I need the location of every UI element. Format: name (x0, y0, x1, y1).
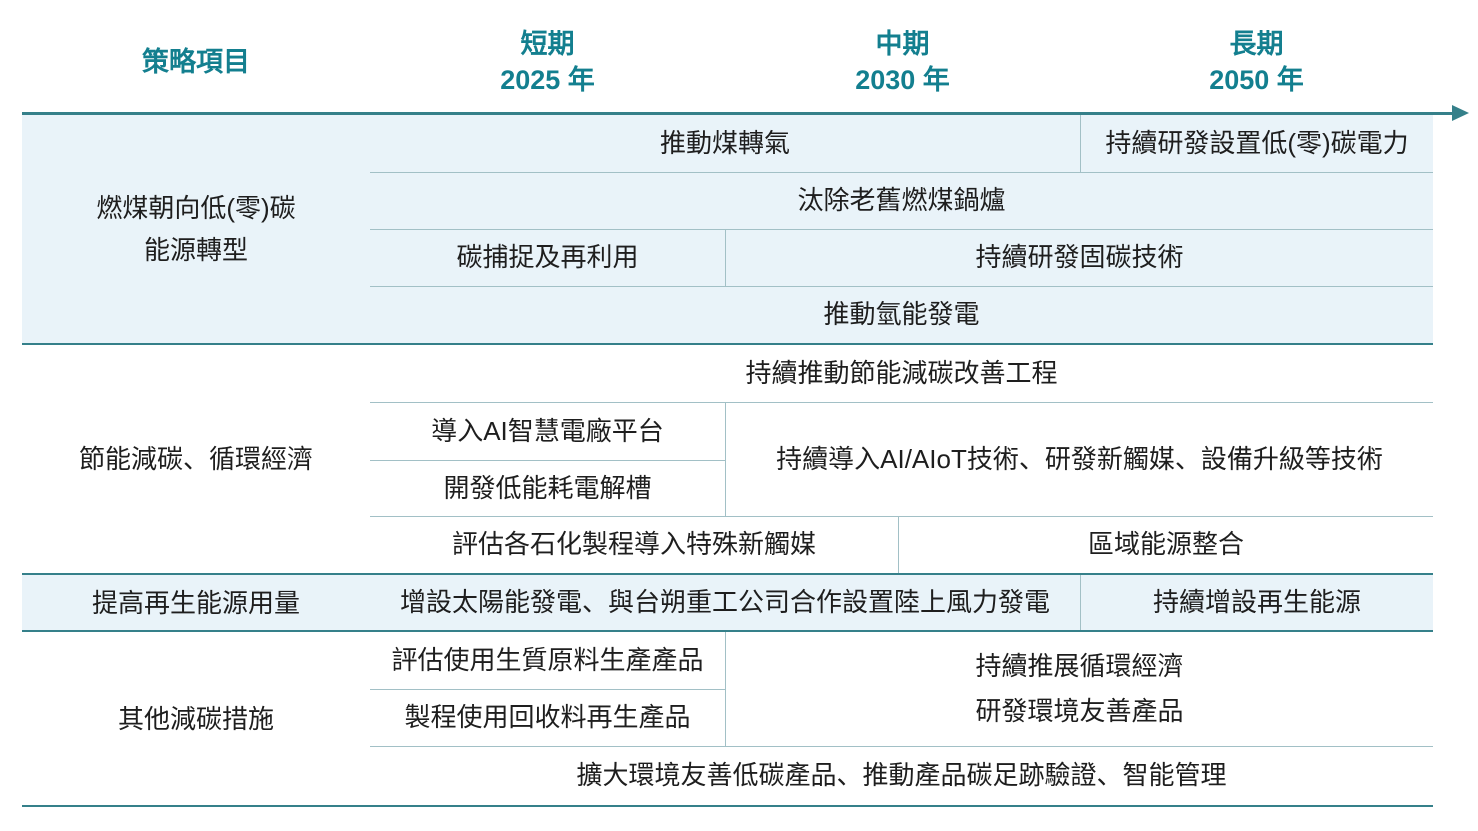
group-label-line: 燃煤朝向低(零)碳 (96, 193, 296, 223)
table-row: 評估使用生質原料生產產品 製程使用回收料再生產品 持續推展循環經濟 研發環境友善… (370, 632, 1433, 746)
cell-carbon-fixation-tech: 持續研發固碳技術 (725, 230, 1433, 286)
timeline-axis-line (22, 112, 1456, 115)
group-label-other-measures: 其他減碳措施 (22, 632, 370, 805)
group-content: 持續推動節能減碳改善工程 導入AI智慧電廠平台 開發低能耗電解槽 持續導入AI/… (370, 345, 1433, 573)
arrow-right-icon (1452, 105, 1469, 121)
cell-hydrogen-power: 推動氫能發電 (823, 299, 980, 330)
table-row: 碳捕捉及再利用 持續研發固碳技術 (370, 229, 1433, 286)
group-label-line: 能源轉型 (143, 235, 248, 265)
strategy-column-header: 策略項目 (22, 14, 370, 110)
group-label-line: 節能減碳、循環經濟 (78, 444, 313, 474)
strategy-column-title: 策略項目 (142, 46, 250, 77)
table-row: 汰除老舊燃煤鍋爐 (370, 172, 1433, 229)
cell-ai-smart-plant: 導入AI智慧電廠平台 (431, 415, 664, 446)
group-content: 推動煤轉氣 持續研發設置低(零)碳電力 汰除老舊燃煤鍋爐 碳捕捉及再利用 持續研… (370, 115, 1433, 343)
cell-renewable-expansion-continued: 持續增設再生能源 (1080, 575, 1433, 630)
stacked-cells: 評估使用生質原料生產產品 製程使用回收料再生產品 (370, 632, 725, 746)
cell-phase-out-old-coal-boilers: 汰除老舊燃煤鍋爐 (797, 185, 1006, 216)
cell-coal-to-gas: 推動煤轉氣 (659, 127, 790, 158)
cell-biomass-products: 評估使用生質原料生產產品 (391, 644, 704, 675)
period-year: 2025 年 (500, 64, 595, 95)
group-energy-saving-circular-economy: 節能減碳、循環經濟 持續推動節能減碳改善工程 導入AI智慧電廠平台 開發低能耗電… (22, 345, 1433, 575)
cell-develop-low-zero-carbon-power: 持續研發設置低(零)碳電力 (1080, 115, 1433, 172)
group-label-renewable: 提高再生能源用量 (22, 575, 370, 630)
cell-recycled-materials: 製程使用回收料再生產品 (370, 689, 725, 746)
table-row: 評估各石化製程導入特殊新觸媒 區域能源整合 (370, 516, 1433, 573)
table-row: 推動煤轉氣 持續研發設置低(零)碳電力 (370, 115, 1433, 172)
period-header-short: 短期 2025 年 (370, 14, 725, 110)
cell-eco-friendly-low-carbon-products: 擴大環境友善低碳產品、推動產品碳足跡驗證、智能管理 (576, 760, 1227, 791)
group-renewable-energy: 提高再生能源用量 增設太陽能發電、與台朔重工公司合作設置陸上風力發電 持續增設再… (22, 575, 1433, 632)
stacked-cells: 導入AI智慧電廠平台 開發低能耗電解槽 (370, 403, 725, 516)
cell-energy-saving-projects: 持續推動節能減碳改善工程 (745, 357, 1058, 388)
period-year: 2030 年 (855, 64, 950, 95)
group-content: 評估使用生質原料生產產品 製程使用回收料再生產品 持續推展循環經濟 研發環境友善… (370, 632, 1433, 805)
cell-circular-economy-products: 持續推展循環經濟 研發環境友善產品 (725, 632, 1433, 746)
table-row: 導入AI智慧電廠平台 開發低能耗電解槽 持續導入AI/AIoT技術、研發新觸媒、… (370, 402, 1433, 516)
period-header-long: 長期 2050 年 (1080, 14, 1433, 110)
period-header-mid: 中期 2030 年 (725, 14, 1080, 110)
table-row: 增設太陽能發電、與台朔重工公司合作設置陸上風力發電 持續增設再生能源 (370, 575, 1433, 630)
group-label-energy-saving: 節能減碳、循環經濟 (22, 345, 370, 573)
cell-carbon-capture-reuse: 碳捕捉及再利用 (456, 242, 639, 273)
group-label-line: 提高再生能源用量 (91, 587, 300, 618)
cell-regional-energy-integration: 區域能源整合 (898, 517, 1433, 573)
table-row: 持續推動節能減碳改善工程 (370, 345, 1433, 402)
timeline-header: 策略項目 短期 2025 年 中期 2030 年 長期 2050 年 (22, 14, 1433, 110)
table-row: 推動氫能發電 (370, 286, 1433, 343)
period-term: 中期 (875, 28, 930, 59)
group-label-line: 其他減碳措施 (117, 703, 274, 734)
period-term: 長期 (1229, 28, 1284, 59)
cell-petrochemical-catalyst: 評估各石化製程導入特殊新觸媒 (451, 529, 816, 560)
period-year: 2050 年 (1209, 64, 1304, 95)
period-term: 短期 (520, 28, 575, 59)
cell-line: 研發環境友善產品 (975, 695, 1184, 726)
cell-line: 持續推展循環經濟 (975, 651, 1184, 682)
cell-ai-aiot-tech: 持續導入AI/AIoT技術、研發新觸媒、設備升級等技術 (725, 403, 1433, 516)
group-coal-transition: 燃煤朝向低(零)碳 能源轉型 推動煤轉氣 持續研發設置低(零)碳電力 汰除老舊燃… (22, 115, 1433, 345)
group-other-measures: 其他減碳措施 評估使用生質原料生產產品 製程使用回收料再生產品 持續推展循環經濟… (22, 632, 1433, 807)
group-content: 增設太陽能發電、與台朔重工公司合作設置陸上風力發電 持續增設再生能源 (370, 575, 1433, 630)
table-row: 擴大環境友善低碳產品、推動產品碳足跡驗證、智能管理 (370, 746, 1433, 805)
cell-low-energy-electrolyzer: 開發低能耗電解槽 (370, 459, 725, 517)
roadmap-table: 燃煤朝向低(零)碳 能源轉型 推動煤轉氣 持續研發設置低(零)碳電力 汰除老舊燃… (22, 115, 1433, 807)
cell-solar-wind-expansion: 增設太陽能發電、與台朔重工公司合作設置陸上風力發電 (399, 586, 1050, 617)
group-label-coal-transition: 燃煤朝向低(零)碳 能源轉型 (22, 115, 370, 343)
